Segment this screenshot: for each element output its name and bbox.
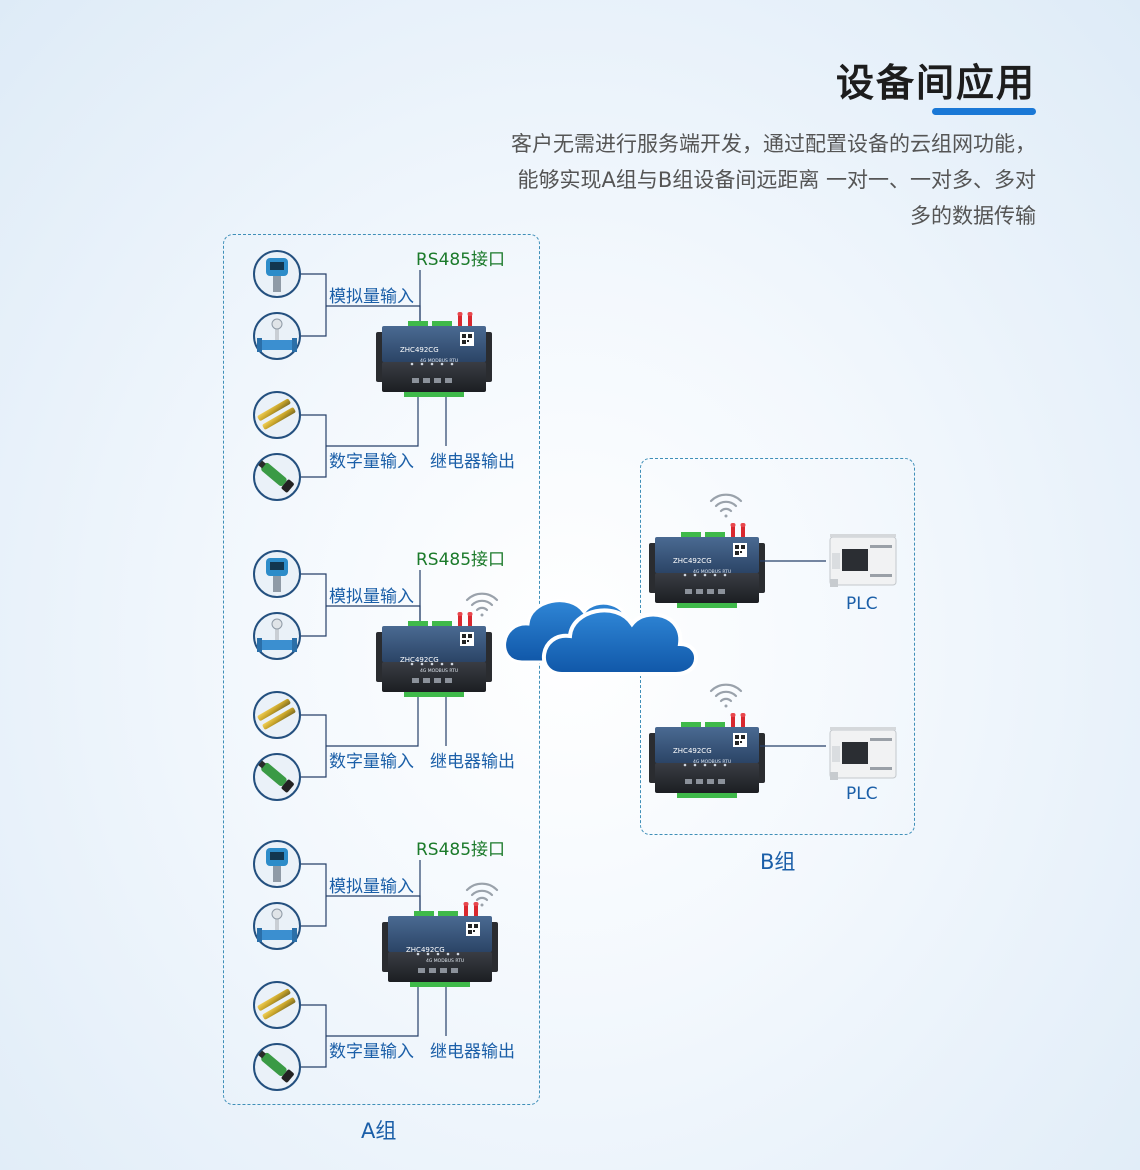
analog-input-label: 模拟量输入 xyxy=(329,877,414,897)
rtu-device-a1 xyxy=(376,312,492,397)
rtu-device-b2 xyxy=(649,713,765,798)
plc-label: PLC xyxy=(846,594,878,614)
light-curtain-icon xyxy=(253,691,301,739)
rs485-label: RS485接口 xyxy=(416,550,506,570)
proximity-sensor-icon xyxy=(253,753,301,801)
relay-output-label: 继电器输出 xyxy=(430,752,515,772)
digital-input-label: 数字量输入 xyxy=(329,752,414,772)
proximity-sensor-icon xyxy=(253,453,301,501)
group-b-label: B组 xyxy=(760,850,796,874)
desc-line: 客户无需进行服务端开发，通过配置设备的云组网功能， xyxy=(511,132,1036,156)
light-curtain-icon xyxy=(253,391,301,439)
flow-meter-icon xyxy=(253,902,301,950)
title-underline xyxy=(932,108,1036,115)
unit-a3 xyxy=(300,860,447,1068)
rs485-label: RS485接口 xyxy=(416,840,506,860)
plc-icon xyxy=(829,533,897,588)
device-model: ZHC492CG xyxy=(400,346,439,354)
pressure-transmitter-icon xyxy=(253,550,301,598)
relay-output-label: 继电器输出 xyxy=(430,452,515,472)
analog-input-label: 模拟量输入 xyxy=(329,287,414,307)
rtu-device-a2 xyxy=(376,612,492,697)
plc-label: PLC xyxy=(846,784,878,804)
digital-input-label: 数字量输入 xyxy=(329,452,414,472)
page-title: 设备间应用 xyxy=(835,61,1036,105)
device-subtitle: 4G MODBUS RTU xyxy=(693,759,731,765)
page-description: 客户无需进行服务端开发，通过配置设备的云组网功能， 能够实现A组与B组设备间远距… xyxy=(396,126,1036,234)
group-a-label: A组 xyxy=(361,1119,397,1143)
device-model: ZHC492CG xyxy=(673,747,712,755)
relay-output-label: 继电器输出 xyxy=(430,1042,515,1062)
analog-input-label: 模拟量输入 xyxy=(329,587,414,607)
group-a-box xyxy=(223,234,540,1105)
light-curtain-icon xyxy=(253,981,301,1029)
cloud-icon xyxy=(503,599,698,676)
plc-icon xyxy=(829,726,897,781)
unit-a1 xyxy=(300,270,447,478)
desc-line: 多的数据传输 xyxy=(910,204,1036,228)
rtu-device-a3 xyxy=(382,902,498,987)
pressure-transmitter-icon xyxy=(253,840,301,888)
wifi-signal-icon xyxy=(465,882,499,908)
wifi-signal-icon xyxy=(709,493,743,519)
rs485-label: RS485接口 xyxy=(416,250,506,270)
device-model: ZHC492CG xyxy=(673,557,712,565)
device-model: ZHC492CG xyxy=(400,656,439,664)
pressure-transmitter-icon xyxy=(253,250,301,298)
device-model: ZHC492CG xyxy=(406,946,445,954)
device-subtitle: 4G MODBUS RTU xyxy=(420,668,458,674)
flow-meter-icon xyxy=(253,312,301,360)
rtu-device-b1 xyxy=(649,523,765,608)
digital-input-label: 数字量输入 xyxy=(329,1042,414,1062)
wifi-signal-icon xyxy=(709,683,743,709)
device-subtitle: 4G MODBUS RTU xyxy=(426,958,464,964)
device-subtitle: 4G MODBUS RTU xyxy=(693,569,731,575)
device-subtitle: 4G MODBUS RTU xyxy=(420,358,458,364)
proximity-sensor-icon xyxy=(253,1043,301,1091)
desc-line: 能够实现A组与B组设备间远距离 一对一、一对多、多对 xyxy=(517,168,1036,192)
unit-a2 xyxy=(300,570,447,778)
flow-meter-icon xyxy=(253,612,301,660)
